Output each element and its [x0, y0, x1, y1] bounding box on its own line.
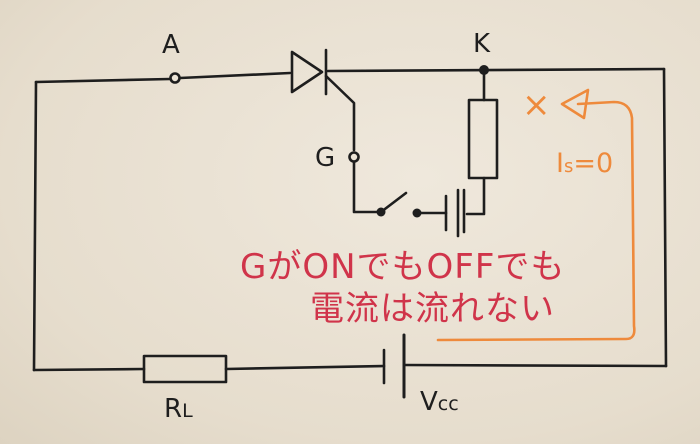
gate-label: G	[315, 143, 336, 173]
load-resistor	[142, 354, 228, 384]
wire-top-right	[326, 67, 666, 73]
sense-resistor	[467, 98, 499, 180]
note-line-1: GがONでもOFFでも	[240, 247, 566, 287]
gate-terminal	[348, 151, 360, 163]
wire-bottom-right	[402, 363, 668, 368]
load-resistor-label-main: R	[164, 394, 183, 424]
current-label: Is=0	[556, 150, 613, 177]
resistor-to-transistor-wire	[465, 176, 486, 216]
wire-right	[662, 67, 668, 368]
load-resistor-label: RL	[164, 396, 193, 422]
wire-bottom-left	[32, 367, 146, 372]
current-label-value: =0	[573, 148, 614, 179]
current-arrowhead	[560, 88, 590, 120]
source-label-sub: cc	[437, 393, 459, 415]
wire-left	[32, 80, 38, 372]
source-label-main: V	[420, 387, 438, 417]
wire-top-left	[34, 77, 172, 84]
wire-top-middle	[178, 71, 292, 80]
current-path-arrow	[436, 100, 636, 342]
note-line-2: 電流は流れない	[310, 289, 555, 329]
thyristor-triangle	[290, 50, 324, 94]
cathode-label: K	[473, 29, 491, 59]
anode-label: A	[162, 30, 180, 60]
anode-terminal	[169, 72, 181, 84]
gate-wire-down	[352, 160, 382, 214]
source-label: Vcc	[420, 389, 459, 415]
switch-blade	[379, 191, 408, 214]
wire-bottom-middle	[224, 364, 386, 371]
load-resistor-label-sub: L	[182, 400, 193, 422]
gate-lead	[324, 74, 356, 152]
current-label-main: I	[556, 148, 564, 179]
current-label-sub: s	[563, 156, 574, 177]
blocked-cross-mark: ×	[522, 85, 551, 125]
